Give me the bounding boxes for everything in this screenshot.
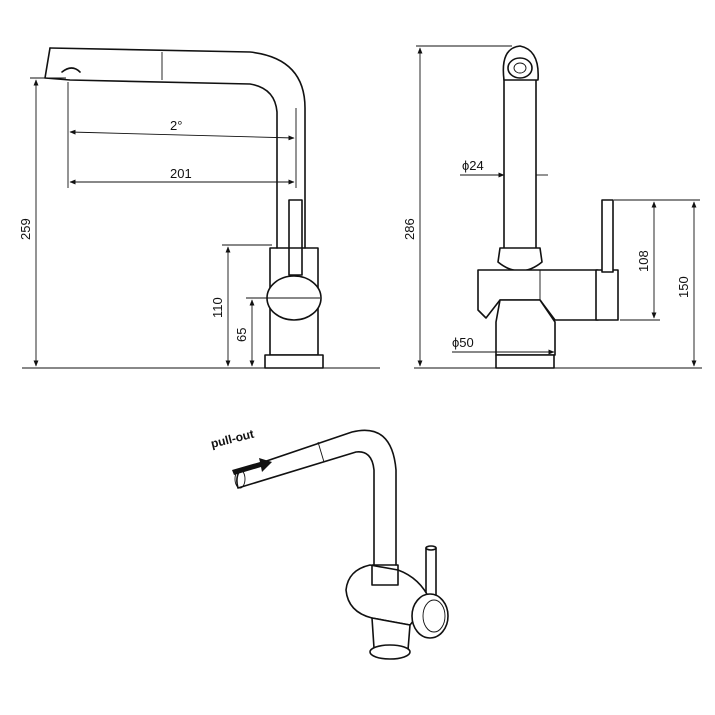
persp-lever-rod [425,547,437,601]
dim-side-total-label: 286 [402,218,417,240]
dim-side-lever-label: 108 [636,250,651,272]
persp-collar [371,564,399,586]
front-nozzle [61,67,81,73]
front-spout-bottom [44,47,278,249]
front-spout-top [49,47,306,249]
dim-reach-label: 201 [170,166,192,181]
side-lever-housing [595,269,619,321]
persp-spout-lower [236,451,375,566]
dim-base-diam-label: ϕ50 [452,335,474,350]
persp-knob-face [422,599,446,633]
dim-angle-line [69,129,295,141]
dim-total-label: 259 [18,218,33,240]
persp-body [345,564,431,626]
persp-lever-knob [411,593,449,639]
persp-spout-joint [317,441,325,463]
side-base [495,354,555,369]
side-collar [497,247,543,272]
pull-out-label: pull-out [209,427,255,451]
dim-spout-diam-label: ϕ24 [462,158,484,173]
front-base [264,354,324,369]
dim-body-label: 65 [234,328,249,342]
persp-base [369,644,411,660]
dim-lever-label: 110 [210,297,225,318]
front-view: 2° 201 259 110 65 [18,47,380,369]
dim-angle-label: 2° [170,118,182,133]
side-neck [495,299,556,356]
side-spout-column [503,77,537,261]
persp-nozzle-end [234,469,246,489]
side-spout-outlet [507,57,533,79]
persp-lever-tip [425,545,437,551]
side-view: ϕ24 286 108 150 ϕ50 [402,45,702,369]
side-lever-rod [601,199,614,273]
front-lever-rod [288,199,303,276]
perspective-view: pull-out [209,427,449,660]
side-spout-inner [513,62,527,74]
dim-side-body-label: 150 [676,276,691,298]
persp-spout-upper [239,429,397,566]
